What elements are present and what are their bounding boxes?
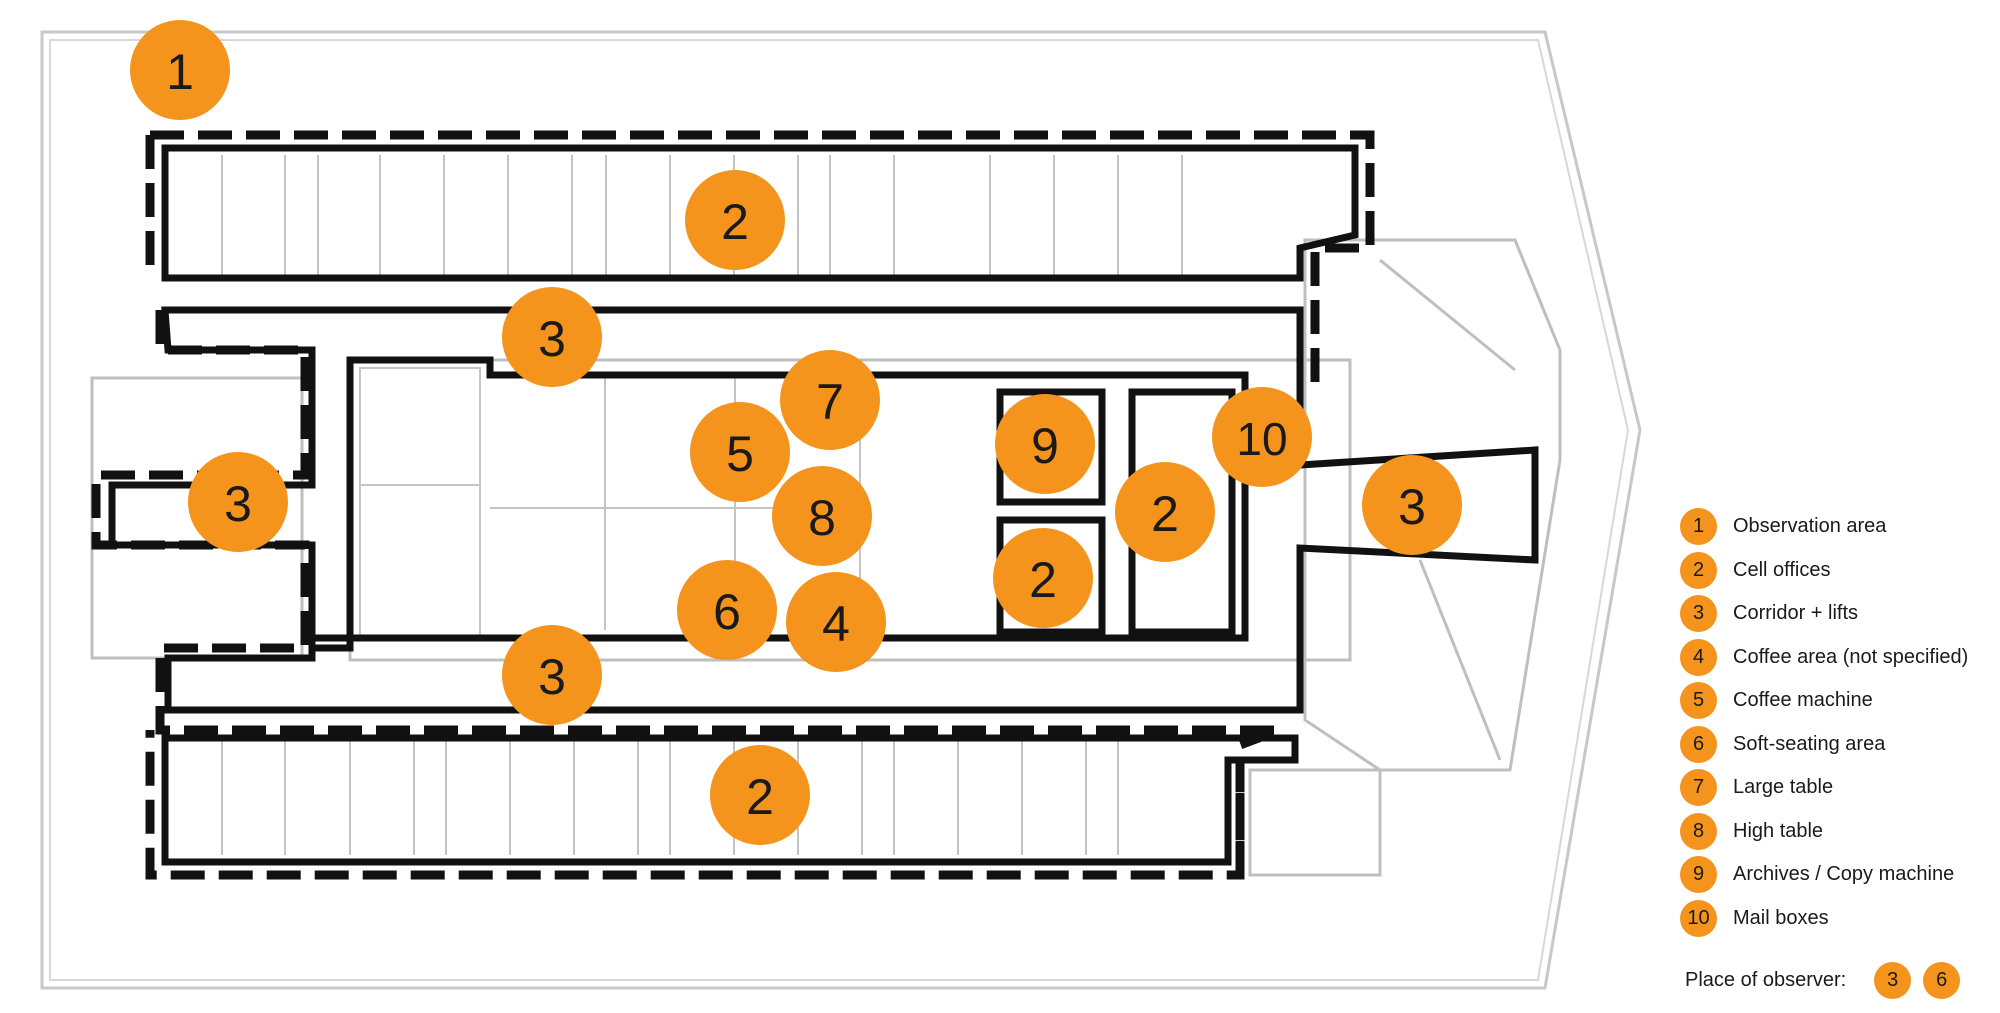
marker-circle	[786, 572, 886, 672]
zone-marker-3: 3	[188, 452, 288, 552]
legend-number-badge: 2	[1680, 551, 1717, 589]
marker-circle	[995, 394, 1095, 494]
zone-marker-4: 4	[786, 572, 886, 672]
marker-number: 8	[808, 490, 836, 546]
marker-number: 7	[816, 374, 844, 430]
zone-markers: 1 2 3 7 5 9 10 3 8 2 3 2 6 4 3 2	[130, 20, 1462, 845]
legend-item: 1 Observation area	[1680, 505, 1990, 549]
zone-marker-2: 2	[685, 170, 785, 270]
legend-item: 3 Corridor + lifts	[1680, 592, 1990, 636]
top-office-partitions	[221, 155, 1183, 280]
legend-label: Large table	[1733, 776, 1834, 799]
marker-number: 1	[166, 44, 194, 100]
legend-number-badge: 6	[1680, 725, 1717, 763]
legend-number-badge: 5	[1680, 682, 1717, 720]
observation-area-inner-outline	[49, 39, 1630, 981]
legend-label: Corridor + lifts	[1733, 602, 1859, 625]
zone-marker-3: 3	[1362, 455, 1462, 555]
zone-marker-3: 3	[502, 287, 602, 387]
marker-number: 9	[1031, 418, 1059, 474]
legend-number-badge: 4	[1680, 638, 1717, 676]
observer-label: Place of observer:	[1685, 969, 1847, 991]
corridor-outline	[108, 306, 1539, 714]
zone-marker-10: 10	[1212, 387, 1312, 487]
legend-label: High table	[1733, 819, 1824, 842]
marker-number: 2	[1151, 486, 1179, 542]
legend-number-badge: 1	[1680, 508, 1717, 546]
legend: 1 Observation area 2 Cell offices 3 Corridor …	[1680, 505, 1990, 940]
marker-circle	[677, 560, 777, 660]
zone-marker-1: 1	[130, 20, 230, 120]
legend-item: 2 Cell offices	[1680, 549, 1990, 593]
observer-place-badge: 6	[1923, 962, 1961, 999]
marker-circle	[502, 625, 602, 725]
marker-circle	[1212, 387, 1312, 487]
marker-circle	[710, 745, 810, 845]
marker-number: 2	[721, 194, 749, 250]
legend-label: Observation area	[1733, 515, 1887, 538]
marker-circle	[993, 528, 1093, 628]
legend-item: 4 Coffee area (not specified)	[1680, 636, 1990, 680]
zone-marker-5: 5	[690, 402, 790, 502]
zone-marker-3: 3	[502, 625, 602, 725]
legend-number-badge: 3	[1680, 595, 1717, 633]
zone-outlines	[108, 144, 1539, 866]
zone-marker-8: 8	[772, 466, 872, 566]
marker-number: 3	[224, 476, 252, 532]
zone-marker-2: 2	[993, 528, 1093, 628]
marker-circle	[130, 20, 230, 120]
observation-area-outline	[40, 30, 1642, 990]
legend-label: Soft-seating area	[1733, 732, 1886, 755]
marker-number: 5	[726, 426, 754, 482]
observer-place-badge: 3	[1874, 962, 1912, 999]
bottom-office-partitions	[221, 735, 1119, 855]
bottom-offices-outline	[161, 734, 1299, 866]
marker-circle	[780, 350, 880, 450]
zone-marker-2: 2	[1115, 462, 1215, 562]
legend-number-badge: 7	[1680, 769, 1717, 807]
marker-circle	[690, 402, 790, 502]
legend-label: Archives / Copy machine	[1733, 863, 1955, 886]
legend-label: Mail boxes	[1733, 906, 1829, 929]
legend-number-badge: 9	[1680, 856, 1717, 894]
zone-marker-7: 7	[780, 350, 880, 450]
marker-number: 3	[1398, 479, 1426, 535]
legend-item: 5 Coffee machine	[1680, 679, 1990, 723]
marker-circle	[502, 287, 602, 387]
zone-marker-9: 9	[995, 394, 1095, 494]
marker-number: 10	[1236, 413, 1287, 465]
legend-item: 8 High table	[1680, 810, 1990, 854]
legend-item: 9 Archives / Copy machine	[1680, 853, 1990, 897]
top-offices-outline	[161, 144, 1359, 282]
study-area-boundary	[91, 130, 1375, 880]
legend-item: 10 Mail boxes	[1680, 897, 1990, 941]
marker-number: 2	[1029, 552, 1057, 608]
marker-number: 3	[538, 311, 566, 367]
legend-item: 7 Large table	[1680, 766, 1990, 810]
legend-label: Coffee machine	[1733, 689, 1873, 712]
legend-item: 6 Soft-seating area	[1680, 723, 1990, 767]
legend-number-badge: 10	[1680, 899, 1717, 937]
marker-number: 3	[538, 649, 566, 705]
marker-circle	[1362, 455, 1462, 555]
marker-number: 6	[713, 584, 741, 640]
legend-label: Coffee area (not specified)	[1733, 645, 1969, 668]
marker-circle	[772, 466, 872, 566]
marker-number: 2	[746, 769, 774, 825]
zone-marker-6: 6	[677, 560, 777, 660]
marker-circle	[1115, 462, 1215, 562]
legend-label: Cell offices	[1733, 558, 1831, 581]
legend-number-badge: 8	[1680, 812, 1717, 850]
observer-legend: Place of observer: 3 6	[1685, 962, 1972, 999]
marker-number: 4	[822, 596, 850, 652]
marker-circle	[188, 452, 288, 552]
zone-marker-2: 2	[710, 745, 810, 845]
marker-circle	[685, 170, 785, 270]
